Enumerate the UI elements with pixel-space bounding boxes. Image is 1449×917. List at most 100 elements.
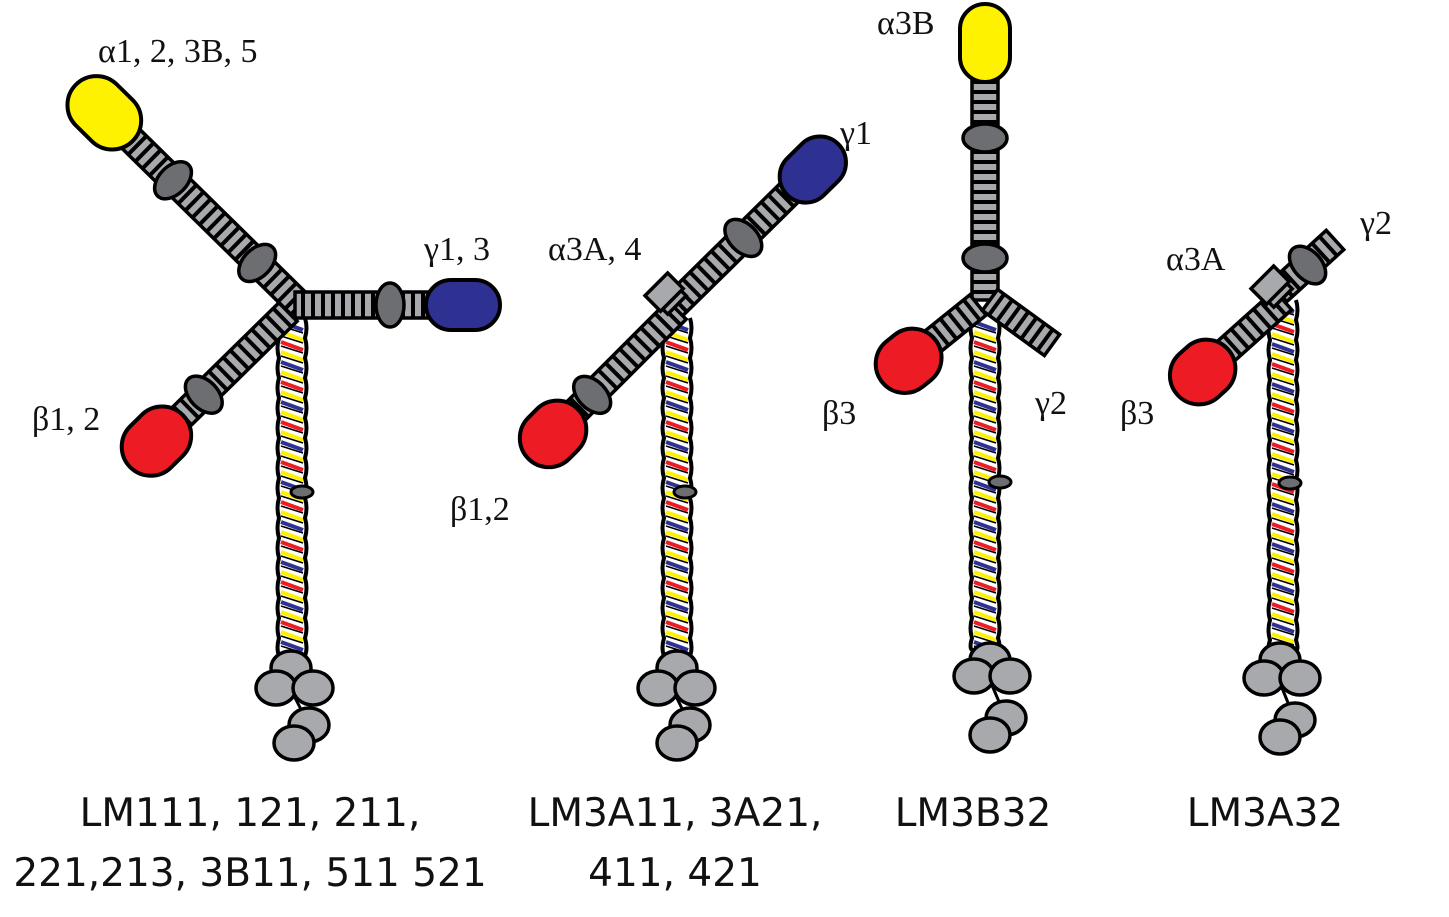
- helix-outline: [280, 435, 304, 444]
- helix-outline: [1271, 397, 1295, 406]
- helix-outline: [973, 545, 997, 554]
- helix-strand: [1271, 602, 1295, 614]
- beta-chain-label: β1,2: [450, 491, 510, 528]
- helix-strand: [973, 390, 997, 402]
- rod-stripe: [767, 193, 789, 215]
- helix-outline: [973, 455, 997, 464]
- alpha-chain-label: α3A: [1166, 241, 1226, 278]
- helix-strand: [665, 360, 689, 372]
- rod-stripe: [604, 361, 626, 383]
- rod-stripe: [262, 267, 284, 290]
- laminin-3b32-structure: [873, 2, 1063, 754]
- helix-strand: [665, 560, 689, 572]
- gamma-chain-label: γ1: [839, 115, 872, 152]
- helix-strand: [280, 420, 304, 432]
- helix-outline: [665, 555, 689, 564]
- rod-stripe: [774, 186, 796, 208]
- helix-strand: [973, 400, 997, 412]
- rod-stripe: [954, 304, 974, 328]
- helix-outline: [665, 425, 689, 434]
- helix-outline: [280, 585, 304, 594]
- helix-outline: [665, 355, 689, 364]
- helix-outline: [1271, 487, 1295, 496]
- beta-chain-label: β3: [1120, 395, 1154, 432]
- rod-stripe: [1019, 316, 1039, 340]
- helix-strand: [665, 350, 689, 362]
- helix-strand: [973, 570, 997, 582]
- globular-knob: [1287, 244, 1328, 286]
- coil-edge: [275, 317, 282, 657]
- rod-stripe: [1244, 314, 1265, 337]
- lg-module: [254, 669, 298, 707]
- rod-stripe: [276, 281, 298, 304]
- helix-outline: [665, 635, 689, 644]
- rod-stripe: [198, 204, 220, 226]
- isoform-name-line-2: 221,213, 3B11, 511 521: [13, 851, 486, 896]
- helix-strand: [1271, 412, 1295, 424]
- helix-outline: [280, 385, 304, 394]
- helix-outline: [973, 425, 997, 434]
- helix-outline: [973, 405, 997, 414]
- laminin-3a11-structure: [517, 134, 848, 762]
- helix-strand: [280, 340, 304, 352]
- helix-outline: [280, 445, 304, 454]
- helix-outline: [1271, 347, 1295, 356]
- helix-strand: [280, 390, 304, 402]
- rod-stripe: [226, 232, 248, 255]
- globular-knob: [237, 242, 278, 284]
- helix-outline: [280, 475, 304, 484]
- helix-strand: [280, 580, 304, 592]
- coil-edge: [1266, 299, 1273, 652]
- helix-outline: [973, 585, 997, 594]
- helix-outline: [1271, 627, 1295, 636]
- helix-outline: [665, 515, 689, 524]
- coil-edge: [968, 317, 975, 652]
- helix-outline: [280, 605, 304, 614]
- helix-outline: [280, 455, 304, 464]
- helix-outline: [665, 625, 689, 634]
- helix-outline: [280, 575, 304, 584]
- helix-strand: [973, 460, 997, 472]
- helix-outline: [665, 545, 689, 554]
- laminin-globular-domains: [1242, 641, 1322, 756]
- lg-module: [1278, 659, 1322, 697]
- helix-strand: [1271, 342, 1295, 354]
- lg-module: [272, 724, 316, 762]
- rod-stripe: [759, 200, 781, 222]
- helix-strand: [280, 530, 304, 542]
- rod-stripe: [176, 183, 198, 205]
- rod-stripe: [1229, 327, 1250, 350]
- helix-outline: [280, 375, 304, 384]
- helix-strand: [665, 500, 689, 512]
- rod-stripe: [183, 190, 205, 212]
- helix-strand: [280, 640, 304, 652]
- short-arm-end: [642, 270, 686, 314]
- helix-outline: [973, 605, 997, 614]
- helix-strand: [280, 500, 304, 512]
- helix-outline: [280, 395, 304, 404]
- rod-stripe: [1222, 334, 1243, 357]
- helix-strand: [973, 600, 997, 612]
- helix-strand: [665, 540, 689, 552]
- helix-strand: [973, 370, 997, 382]
- small-knob: [1277, 475, 1303, 491]
- isoform-name: LM3A32: [1187, 791, 1344, 836]
- helix-strand: [280, 590, 304, 602]
- rod-stripe: [141, 148, 163, 170]
- helix-outline: [1271, 557, 1295, 566]
- helix-outline: [973, 505, 997, 514]
- helix-strand: [665, 570, 689, 582]
- helix-strand: [1271, 462, 1295, 474]
- rod-stripe: [1011, 310, 1031, 335]
- alpha-chain-label: α1, 2, 3B, 5: [98, 33, 258, 70]
- helix-outline: [665, 455, 689, 464]
- helix-strand: [665, 380, 689, 392]
- helix-strand: [973, 610, 997, 622]
- rod-stripe: [639, 326, 661, 348]
- helix-strand: [1271, 532, 1295, 544]
- helix-outline: [665, 605, 689, 614]
- helix-outline: [280, 615, 304, 624]
- helix-strand: [665, 370, 689, 382]
- beta-short-arm: [517, 298, 689, 470]
